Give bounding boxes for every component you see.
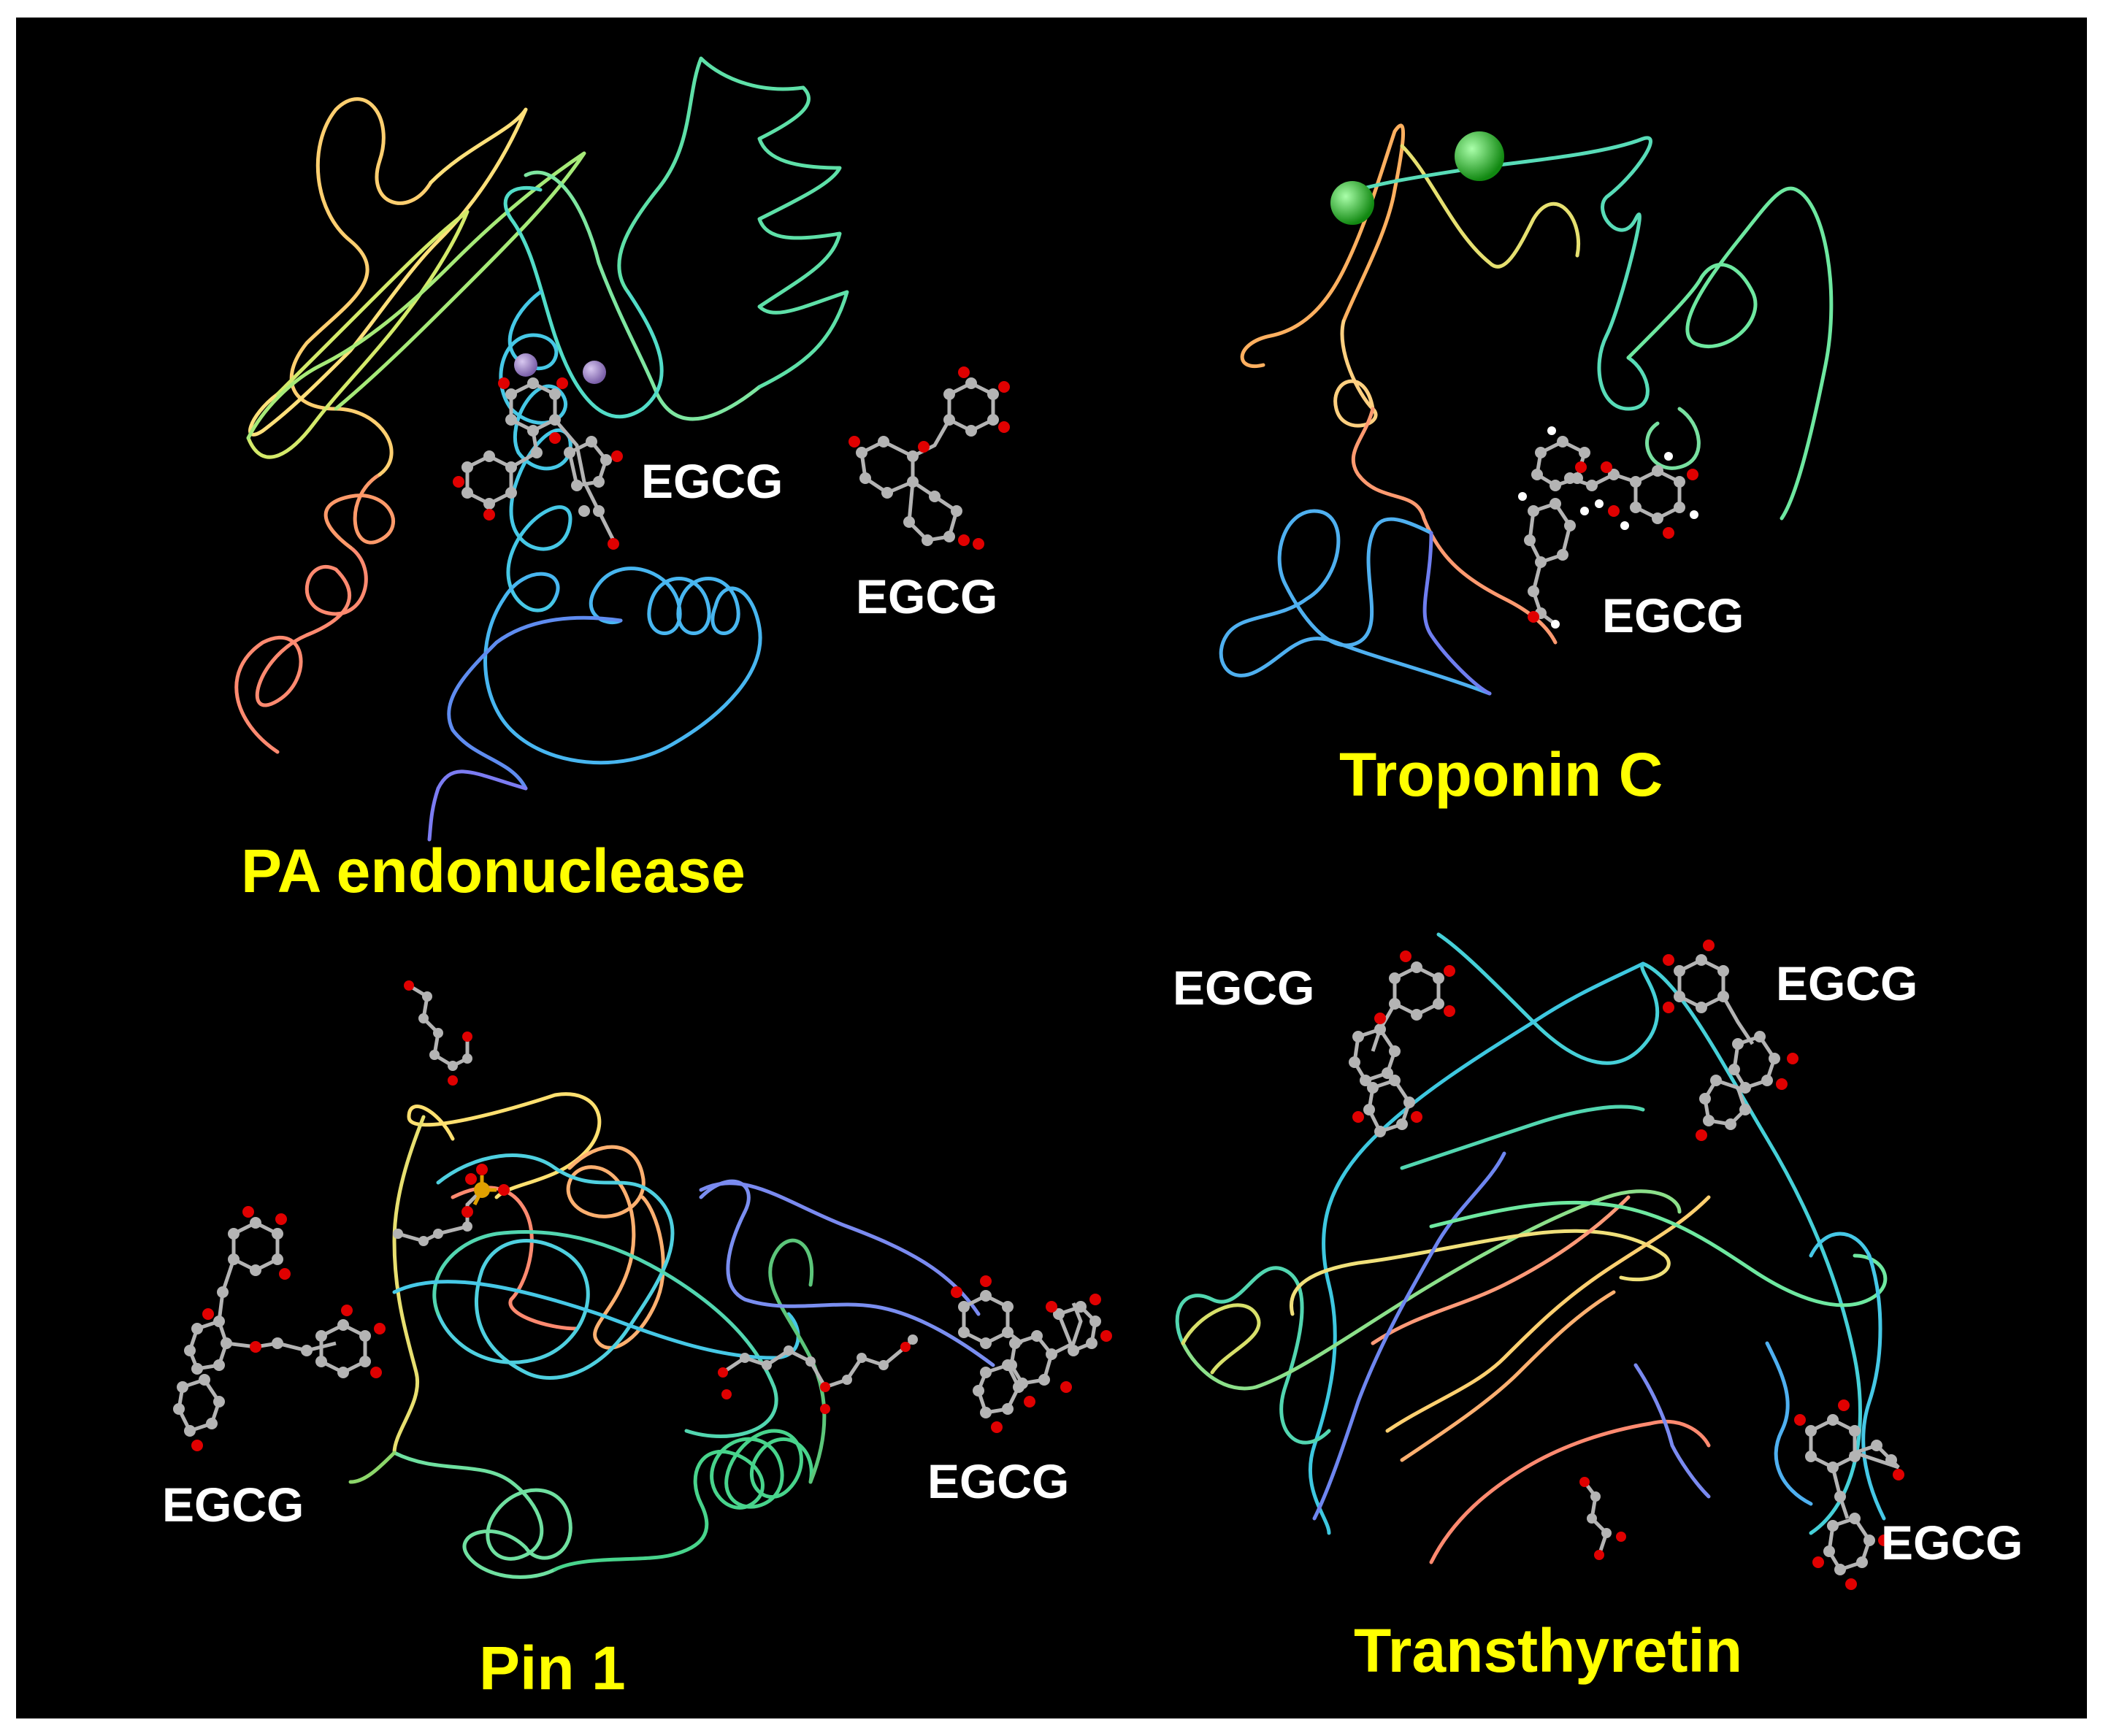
backbone-trace xyxy=(1312,1151,1506,1521)
backbone-trace xyxy=(503,185,664,419)
backbone-trace xyxy=(1429,1200,1888,1307)
ligand-label: EGCG xyxy=(1602,588,1744,642)
small-ligand xyxy=(1579,1477,1626,1560)
backbone-trace xyxy=(1175,1266,1331,1445)
metal-ion-green xyxy=(1455,131,1504,181)
backbone-trace xyxy=(1626,186,1834,521)
backbone-trace xyxy=(427,769,528,842)
backbone-trace xyxy=(1633,1363,1711,1499)
figure-canvas: EGCG EGCG PA endonuclease xyxy=(162,56,2023,1702)
backbone-trace xyxy=(1765,1341,1813,1506)
backbone-trace xyxy=(1219,509,1492,696)
backbone-trace xyxy=(1309,961,1645,1535)
backbone-trace xyxy=(432,1230,778,1438)
backbone-trace xyxy=(1400,144,1580,269)
backbone-trace xyxy=(323,472,395,550)
backbone-trace xyxy=(1429,1419,1711,1564)
backbone-trace xyxy=(1181,1189,1682,1391)
backbone-trace xyxy=(1351,407,1558,645)
protein-label: PA endonuclease xyxy=(241,837,746,905)
backbone-trace xyxy=(483,566,762,765)
egcg-molecule xyxy=(1518,426,1698,629)
egcg-molecule xyxy=(453,377,623,550)
transthyretin-structure xyxy=(1175,932,1888,1564)
phosphate-orange xyxy=(393,1164,510,1246)
egcg-molecule xyxy=(951,1275,1112,1433)
small-ligand xyxy=(718,1334,918,1414)
ligand-label: EGCG xyxy=(1173,961,1314,1015)
backbone-trace xyxy=(1240,123,1405,369)
metal-ion-green xyxy=(1330,181,1374,225)
backbone-trace xyxy=(1645,407,1701,470)
backbone-trace xyxy=(1400,1105,1645,1170)
backbone-trace xyxy=(1436,932,1862,1535)
backbone-trace xyxy=(1809,1232,1886,1521)
backbone-trace xyxy=(246,210,470,459)
backbone-trace xyxy=(1385,1195,1711,1433)
backbone-trace xyxy=(447,615,623,791)
backbone-trace xyxy=(1333,319,1378,428)
backbone-trace xyxy=(348,1451,397,1484)
pin1-structure xyxy=(348,1092,995,1579)
egcg-molecule xyxy=(1349,950,1455,1137)
metal-ion-purple xyxy=(514,353,537,377)
backbone-trace xyxy=(699,1179,995,1367)
egcg-molecule xyxy=(173,1206,386,1451)
metal-ion-purple xyxy=(583,361,606,384)
backbone-trace xyxy=(1400,1290,1616,1462)
protein-label: Transthyretin xyxy=(1354,1616,1742,1685)
ligand-label: EGCG xyxy=(856,569,997,623)
backbone-trace xyxy=(553,1429,813,1572)
backbone-trace xyxy=(1334,136,1652,411)
backbone-trace xyxy=(1371,1195,1631,1345)
small-ligand xyxy=(404,980,472,1086)
egcg-molecule xyxy=(1663,940,1799,1141)
backbone-trace xyxy=(392,1115,426,1455)
backbone-trace xyxy=(1422,531,1492,696)
ligand-label: EGCG xyxy=(927,1454,1069,1508)
backbone-trace xyxy=(617,56,849,389)
ligand-label: EGCG xyxy=(641,454,783,508)
backbone-trace xyxy=(407,1092,602,1199)
egcg-molecule xyxy=(849,366,1010,550)
backbone-trace xyxy=(248,107,528,437)
backbone-trace xyxy=(1290,1229,1671,1316)
pa-endonuclease-structure xyxy=(234,56,849,842)
backbone-trace xyxy=(566,1145,665,1350)
ligand-label: EGCG xyxy=(162,1478,304,1532)
ligand-label: EGCG xyxy=(1881,1516,2023,1570)
backbone-trace xyxy=(234,545,368,754)
backbone-trace xyxy=(246,151,586,440)
backbone-trace xyxy=(392,1451,572,1579)
backbone-trace xyxy=(436,1153,675,1380)
ligand-label: EGCG xyxy=(1776,956,1918,1010)
backbone-trace xyxy=(524,170,762,421)
protein-label: Troponin C xyxy=(1339,740,1663,809)
troponin-c-structure xyxy=(1219,123,1834,696)
backbone-trace xyxy=(289,97,433,477)
protein-label: Pin 1 xyxy=(479,1634,626,1702)
backbone-trace xyxy=(699,1181,981,1316)
egcg-molecule xyxy=(1794,1399,1904,1590)
backbone-trace xyxy=(1181,1303,1261,1375)
figure-panel: EGCG EGCG PA endonuclease xyxy=(16,18,2087,1718)
